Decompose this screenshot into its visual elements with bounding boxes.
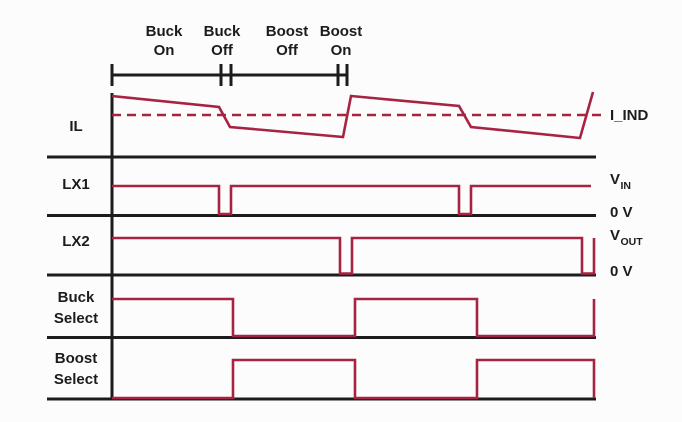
row-label-text: LX1 bbox=[62, 176, 90, 193]
row-label-text: IL bbox=[69, 118, 83, 135]
row-label-lx1: LX1 bbox=[40, 177, 112, 192]
row-label-text: Select bbox=[53, 310, 99, 327]
phase-label-buck-off: Buck Off bbox=[204, 22, 241, 60]
lx2-waveform bbox=[112, 236, 596, 275]
row-label-lx2: LX2 bbox=[40, 234, 112, 249]
phase-label-buck-on: Buck On bbox=[146, 22, 183, 60]
level-label-text: I_IND bbox=[610, 107, 649, 124]
buck-select-waveform bbox=[112, 297, 596, 338]
level-label-0v-lx1: 0 V bbox=[610, 205, 633, 220]
row-label-text: Boost bbox=[54, 350, 98, 367]
phase-label-boost-off: Boost Off bbox=[266, 22, 309, 60]
il-waveform bbox=[111, 91, 595, 140]
phase-label-line1: Buck bbox=[203, 23, 241, 40]
boost-select-waveform bbox=[112, 358, 596, 400]
row-label-boost-select: Boost Select bbox=[40, 348, 112, 390]
level-label-text: V bbox=[610, 171, 621, 188]
level-label-text: 0 V bbox=[610, 204, 633, 221]
row-label-text: LX2 bbox=[62, 233, 90, 250]
phase-label-boost-on: Boost On bbox=[320, 22, 363, 60]
level-label-text: V bbox=[610, 227, 621, 244]
phase-label-line2: Off bbox=[211, 42, 233, 59]
row-label-text: Buck bbox=[57, 289, 95, 306]
level-label-text: 0 V bbox=[610, 263, 633, 280]
lx1-waveform bbox=[112, 184, 591, 216]
level-label-vin: VIN bbox=[610, 172, 631, 193]
phase-label-line2: On bbox=[153, 42, 175, 59]
row-label-text: Select bbox=[53, 371, 99, 388]
phase-label-line1: Boost bbox=[265, 23, 309, 40]
level-label-vout: VOUT bbox=[610, 227, 643, 249]
level-label-0v-lx2: 0 V bbox=[610, 264, 633, 279]
phase-label-line1: Boost bbox=[319, 23, 363, 40]
level-label-subscript: IN bbox=[620, 180, 632, 192]
phase-label-line1: Buck bbox=[145, 23, 183, 40]
phase-label-line2: On bbox=[330, 42, 352, 59]
level-label-subscript: OUT bbox=[620, 236, 643, 248]
row-label-buck-select: Buck Select bbox=[40, 287, 112, 329]
phase-label-line2: Off bbox=[276, 42, 298, 59]
level-label-i-ind: I_IND bbox=[610, 108, 648, 123]
row-label-il: IL bbox=[40, 119, 112, 134]
